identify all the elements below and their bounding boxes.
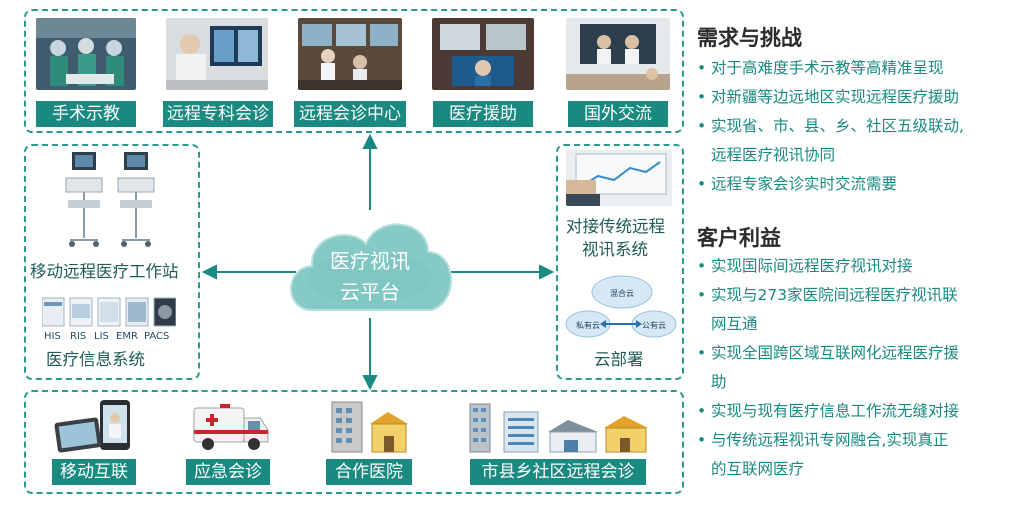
challenge-item: 对新疆等边远地区实现远程医疗援助 (697, 83, 964, 112)
system-pacs: PACS (144, 331, 170, 342)
bottom-label-community: 市县乡社区远程会诊 (470, 459, 646, 485)
exchange-photo (566, 18, 670, 90)
challenge-item: 实现省、市、县、乡、社区五级联动, (697, 112, 964, 141)
surgery-photo (36, 18, 136, 90)
challenges-title: 需求与挑战 (697, 26, 802, 50)
platform-cloud (290, 223, 453, 311)
center-photo (298, 18, 402, 90)
benefit-item-cont: 网互通 (711, 315, 758, 333)
cloud-deploy-image: 混合云 私有云 公有云 (562, 270, 680, 344)
challenges-list: 对于高难度手术示教等高精准呈现 对新疆等边远地区实现远程医疗援助 实现省、市、县… (697, 54, 964, 199)
challenge-item-cont: 远程医疗视讯协同 (711, 146, 836, 164)
community-icon (468, 398, 654, 456)
benefit-item-cont: 的互联网医疗 (711, 460, 805, 478)
hospital-icon (326, 398, 416, 454)
bottom-scenarios-box (24, 390, 684, 494)
top-label-specialist: 远程专科会诊 (163, 101, 273, 127)
mini-cloud-public: 公有云 (642, 320, 666, 330)
challenge-item: 对于高难度手术示教等高精准呈现 (697, 54, 964, 83)
top-label-aid: 医疗援助 (433, 101, 533, 127)
specialist-photo (166, 18, 268, 90)
system-his: HIS (44, 331, 61, 342)
legacy-video-system-image (566, 150, 672, 206)
benefit-item: 与传统远程视讯专网融合,实现真正 (697, 426, 959, 455)
workstation-carts-image (58, 150, 164, 250)
benefits-list: 实现国际间远程医疗视讯对接 实现与273家医院间远程医疗视讯联 网互通 实现全国… (697, 252, 959, 484)
mobile-icon (52, 398, 138, 454)
cloud-title-line1: 医疗视讯 (330, 249, 410, 273)
bottom-label-emergency: 应急会诊 (186, 459, 270, 485)
legacy-label-line1: 对接传统远程 (566, 217, 665, 236)
right-deploy-box (556, 144, 684, 380)
system-emr: EMR (116, 331, 138, 342)
challenge-item: 远程专家会诊实时交流需要 (697, 170, 964, 199)
info-system-label: 医疗信息系统 (46, 350, 145, 369)
benefit-item: 实现与现有医疗信息工作流无缝对接 (697, 397, 959, 426)
benefit-item: 实现全国跨区域互联网化远程医疗援 (697, 339, 959, 368)
top-label-exchange: 国外交流 (568, 101, 668, 127)
aid-photo (432, 18, 534, 90)
bottom-label-partner: 合作医院 (326, 459, 412, 485)
legacy-label-line2: 视讯系统 (582, 240, 648, 259)
mini-cloud-hybrid: 混合云 (610, 288, 634, 298)
cloud-deploy-label: 云部署 (594, 350, 644, 369)
info-systems-screens (42, 296, 176, 328)
top-label-surgery: 手术示教 (36, 101, 136, 127)
benefit-item-cont: 助 (711, 373, 727, 391)
mini-cloud-private: 私有云 (576, 320, 600, 330)
benefits-title: 客户利益 (697, 226, 781, 250)
cloud-title-line2: 云平台 (340, 280, 400, 304)
top-label-center: 远程会诊中心 (294, 101, 406, 127)
benefit-item: 实现与273家医院间远程医疗视讯联 (697, 281, 959, 310)
bottom-label-mobile: 移动互联 (52, 459, 136, 485)
system-lis: LIS (94, 331, 109, 342)
workstation-label: 移动远程医疗工作站 (30, 262, 179, 281)
ambulance-icon (190, 400, 272, 454)
benefit-item: 实现国际间远程医疗视讯对接 (697, 252, 959, 281)
top-scenarios-box (24, 9, 684, 133)
left-systems-box (24, 144, 200, 380)
system-ris: RIS (70, 331, 87, 342)
